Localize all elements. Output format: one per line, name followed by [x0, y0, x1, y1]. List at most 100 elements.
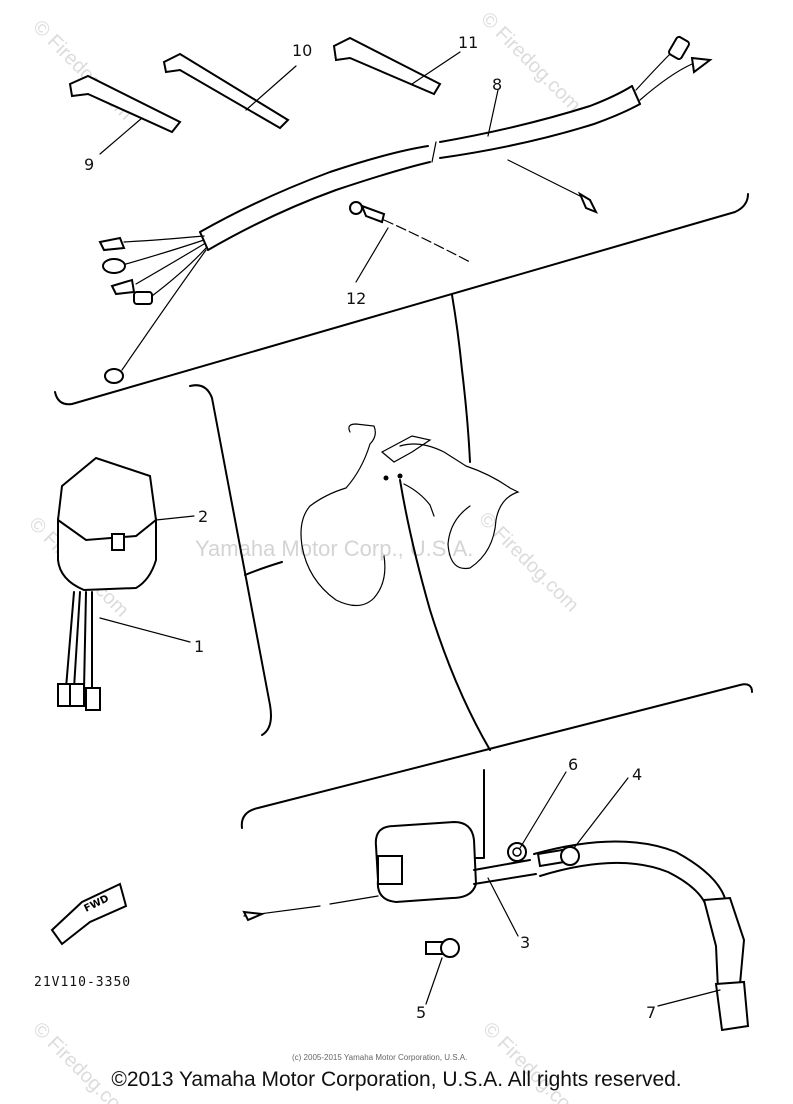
leader-10	[245, 65, 297, 111]
watermark-firedog-top-right: © Firedog.com	[476, 8, 585, 117]
upper-panel-edge	[54, 193, 749, 406]
ground-lead	[349, 201, 471, 263]
wire-harness	[98, 35, 713, 384]
cable-band-10-body	[162, 52, 290, 130]
middle-panel-left-edge	[189, 384, 272, 736]
plug-cap-boot	[714, 980, 750, 1032]
harness-lead-3	[135, 243, 205, 285]
harness-end-connector-b	[690, 56, 713, 74]
spark-plug-cap	[702, 896, 750, 1032]
screw-5-head	[440, 938, 460, 958]
diagram-code: 21V110-3350	[34, 975, 131, 990]
callout-2: 2	[198, 507, 208, 526]
bolt-4-head	[560, 846, 580, 866]
callout-9: 9	[84, 155, 94, 174]
leader-lines	[99, 51, 721, 1007]
bolt-4-shank	[536, 848, 566, 868]
ignition-coil-bracket	[377, 855, 403, 885]
mount-point-b	[397, 473, 403, 479]
tank-seat-outline	[380, 435, 432, 463]
harness-terminal-2	[102, 258, 126, 274]
watermark-center: Yamaha Motor Corp., U.S.A.	[195, 536, 473, 561]
leader-8	[487, 89, 499, 137]
plug-cap-body	[702, 896, 746, 992]
callout-11: 11	[458, 33, 478, 52]
cdi-lead-2	[73, 591, 81, 689]
leader-5	[425, 957, 443, 1005]
front-wheel-outline	[300, 423, 386, 607]
frame-detail	[403, 483, 435, 517]
cdi-lead-3	[83, 591, 87, 691]
mount-point-a	[383, 475, 389, 481]
harness-route-line	[451, 294, 471, 463]
cable-band-11-body	[332, 36, 442, 96]
motorcycle-silhouette	[300, 423, 520, 607]
leader-9	[99, 117, 143, 155]
harness-break	[431, 141, 437, 163]
harness-sleeve-top	[199, 145, 429, 233]
harness-end-wire-a	[635, 51, 673, 91]
lower-panel-edge	[240, 683, 753, 829]
harness-end-connector-a	[668, 35, 690, 61]
bolt-4	[536, 846, 580, 868]
cable-band-9-body	[68, 74, 182, 134]
callout-12: 12	[346, 289, 366, 308]
ground-lead-terminal	[360, 204, 386, 224]
middle-panel-link	[244, 561, 283, 576]
harness-branch-wire	[507, 159, 581, 197]
watermark-firedog-mid-right: © Firedog.com	[474, 508, 583, 617]
callout-6: 6	[568, 755, 578, 774]
harness-lead-2	[125, 239, 205, 265]
harness-lead-1	[123, 235, 205, 243]
cdi-unit-label-window	[111, 533, 125, 551]
callout-8: 8	[492, 75, 502, 94]
callout-1: 1	[194, 637, 204, 656]
leader-12	[355, 227, 389, 283]
harness-sleeve-top-right	[439, 85, 633, 143]
leader-1	[99, 617, 191, 643]
harness-sleeve-start	[199, 231, 209, 251]
washer-6	[507, 842, 527, 862]
harness-sleeve-bottom	[207, 161, 431, 251]
cdi-unit	[56, 456, 158, 711]
harness-sleeve-bottom-right	[439, 103, 641, 159]
high-tension-lead-sleeve	[473, 859, 537, 885]
coil-route-line	[399, 479, 491, 751]
small-copyright: (c) 2005-2015 Yamaha Motor Corporation, …	[292, 1053, 467, 1062]
rear-frame-outline	[399, 443, 520, 570]
cdi-connector-3	[85, 687, 101, 711]
ignition-primary-lead-2	[329, 895, 379, 905]
cdi-unit-housing-body	[57, 517, 157, 592]
ground-lead-ring	[349, 201, 363, 215]
cable-band-10	[162, 52, 290, 130]
ignition-coil	[242, 820, 727, 922]
harness-sleeve-end	[631, 85, 641, 105]
harness-lead-4	[151, 247, 207, 297]
frame-panels	[54, 193, 753, 859]
cable-band-9	[68, 74, 182, 134]
harness-terminal-3	[110, 278, 136, 296]
leader-4	[573, 777, 629, 849]
screw-5	[425, 938, 460, 958]
harness-terminal-1	[98, 236, 126, 252]
callout-5: 5	[416, 1003, 426, 1022]
washer-6-hole	[512, 847, 522, 857]
leader-6	[519, 771, 567, 849]
harness-terminal-4	[133, 291, 153, 305]
harness-end-wire-b	[639, 63, 693, 101]
cdi-lead-1	[65, 591, 75, 689]
ignition-lead-terminal	[242, 910, 266, 922]
callout-7: 7	[646, 1003, 656, 1022]
callout-numbers: 9 10 11 8 12 2 1 6 4 3 5 7	[84, 33, 656, 1022]
harness-branch-terminal	[577, 191, 599, 214]
callout-3: 3	[520, 933, 530, 952]
cdi-connector-2	[69, 683, 85, 707]
cable-band-11	[332, 36, 442, 96]
ground-lead-wire	[383, 219, 471, 263]
harness-ring-terminal	[104, 368, 124, 384]
callout-4: 4	[632, 765, 642, 784]
high-tension-cord-bottom	[539, 861, 709, 913]
leader-3	[487, 877, 519, 937]
harness-lead-5	[121, 249, 207, 371]
